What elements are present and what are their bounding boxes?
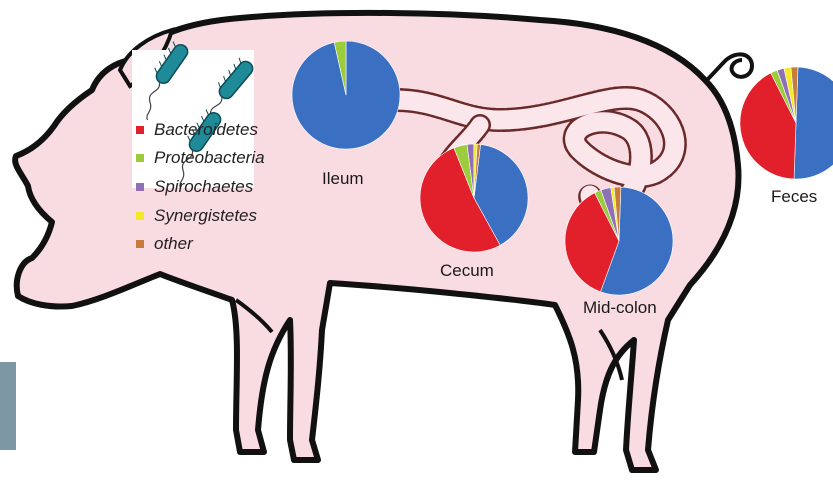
pie-feces — [740, 67, 833, 179]
legend-swatch-spirochaetes — [136, 183, 144, 191]
legend-swatch-other — [136, 240, 144, 248]
side-tab — [0, 362, 16, 450]
site-label-cecum: Cecum — [440, 261, 494, 280]
legend-label-bacteroidetes: Bacteroidetes — [154, 120, 258, 139]
site-label-ileum: Ileum — [322, 169, 364, 188]
legend-label-spirochaetes: Spirochaetes — [154, 177, 254, 196]
legend-swatch-synergistetes — [136, 212, 144, 220]
legend-label-proteobacteria: Proteobacteria — [154, 148, 265, 167]
pie-ileum — [292, 41, 400, 149]
pie-cecum — [420, 144, 528, 252]
legend-label-other: other — [154, 234, 194, 253]
site-label-mid-colon: Mid-colon — [583, 298, 657, 317]
legend-swatch-bacteroidetes — [136, 126, 144, 134]
site-label-feces: Feces — [771, 187, 817, 206]
pie-mid-colon — [565, 187, 673, 295]
legend-swatch-proteobacteria — [136, 154, 144, 162]
pig-tail — [705, 54, 752, 82]
pie-slice-firmicutes — [794, 67, 833, 179]
legend-label-synergistetes: Synergistetes — [154, 206, 257, 225]
